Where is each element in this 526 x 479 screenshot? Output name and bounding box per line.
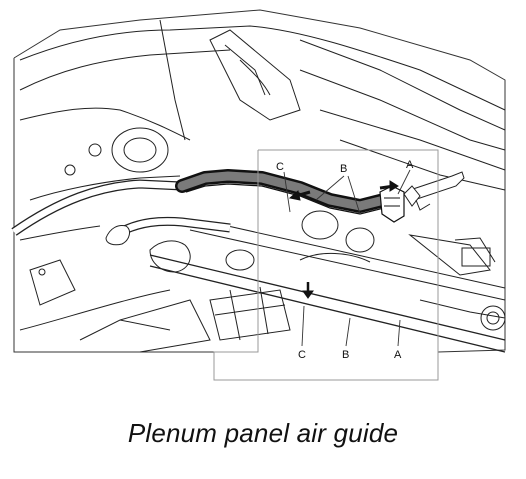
leader-lines bbox=[283, 169, 411, 347]
callout-b-bottom: B bbox=[342, 349, 349, 361]
callout-c-bottom: C bbox=[298, 349, 306, 361]
callout-a-bottom: A bbox=[394, 349, 402, 361]
callout-a-top: A bbox=[406, 159, 414, 171]
fastener bbox=[403, 171, 465, 211]
direction-arrows bbox=[288, 180, 399, 299]
figure-caption: Plenum panel air guide bbox=[127, 418, 399, 448]
callout-c-top: C bbox=[276, 161, 284, 173]
detail-inset bbox=[213, 149, 439, 381]
callout-b-top: B bbox=[340, 163, 347, 175]
intake-pipe bbox=[11, 179, 231, 246]
air-guide-part bbox=[175, 169, 405, 223]
engine-bay-linework bbox=[13, 9, 506, 353]
